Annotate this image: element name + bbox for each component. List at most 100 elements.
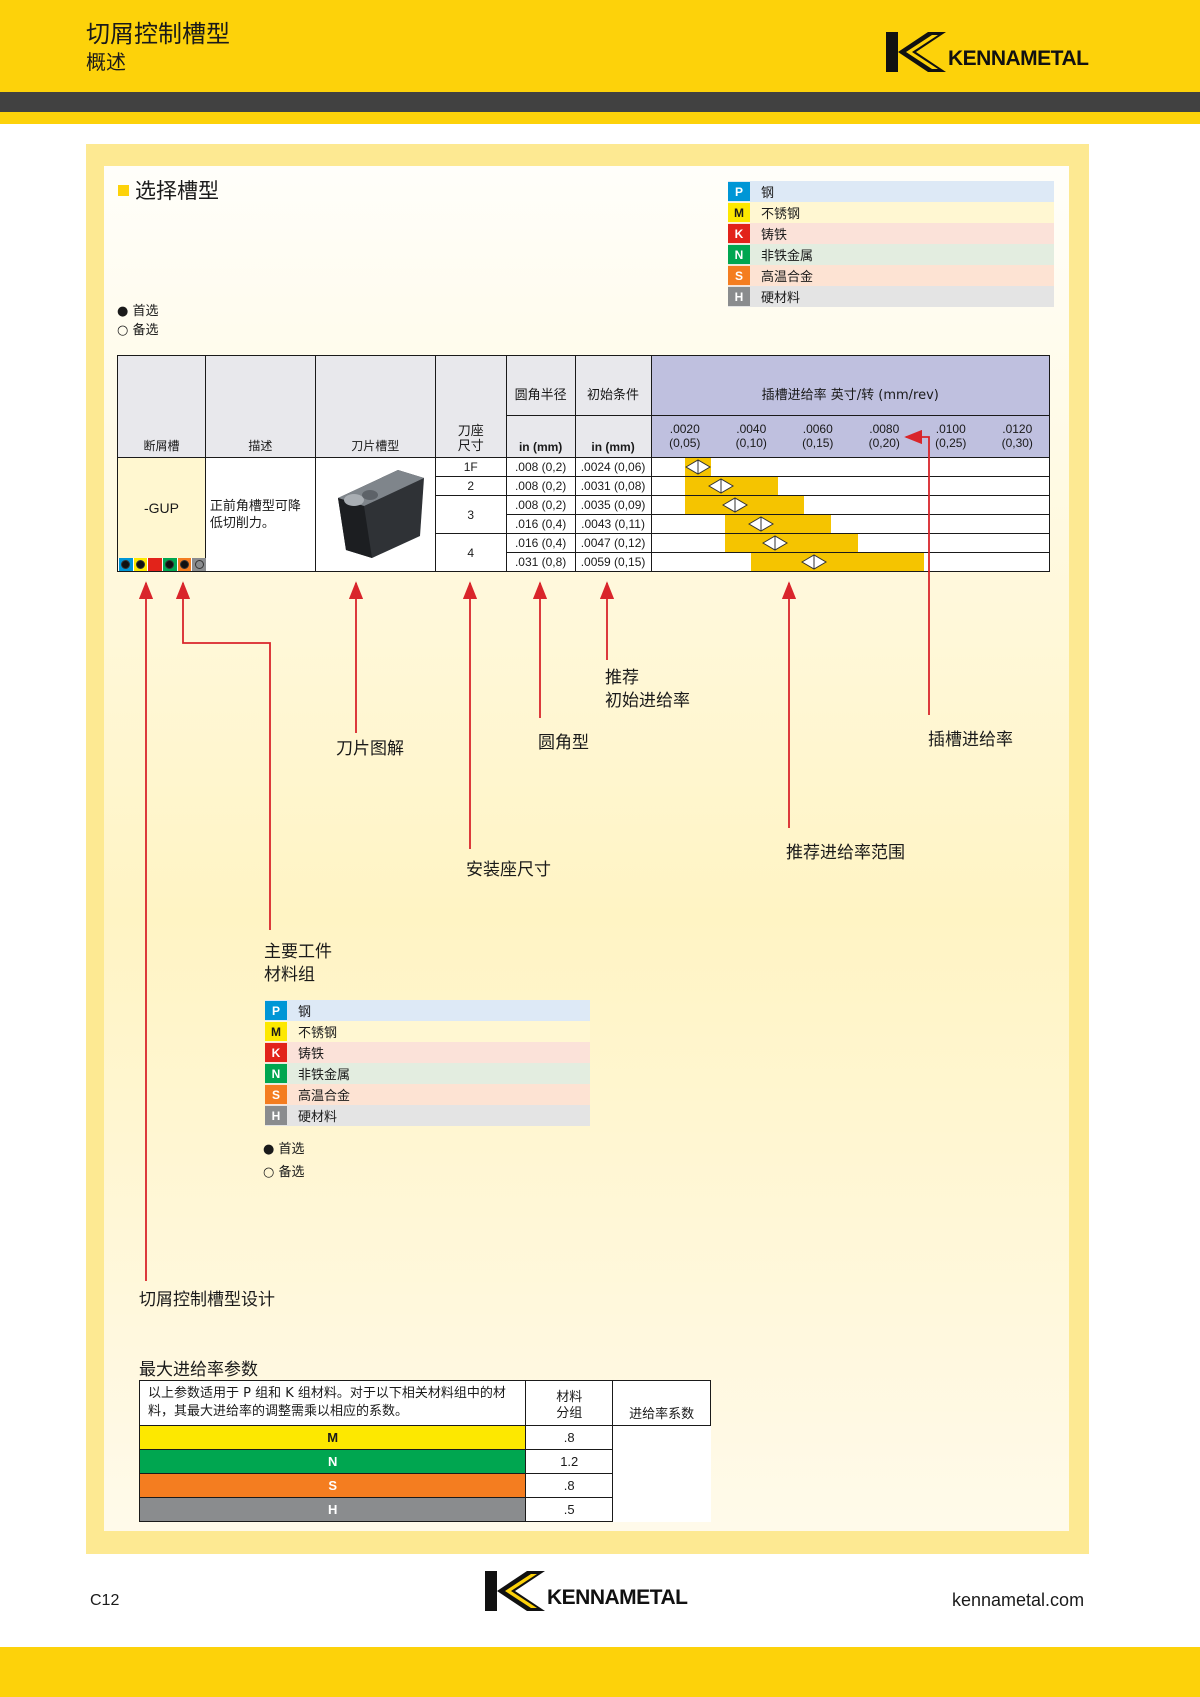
seat-size-cell: 1F — [434, 457, 507, 477]
table-row: -GUP 正前角槽型可降低切削力。 1F.008 (0,2).0024 (0,06) — [117, 457, 1051, 572]
seat-size-cell: 4 — [434, 533, 507, 572]
feed-tick: .0060(0,15) — [788, 422, 848, 450]
chipbreaker-name: -GUP — [143, 499, 179, 516]
material-dot-n — [162, 558, 177, 571]
material-name: 高温合金 — [761, 270, 814, 285]
max-feed-row: M.8 — [138, 1425, 711, 1450]
material-name: 钢 — [298, 1005, 312, 1020]
page-title: 切屑控制槽型 — [86, 20, 230, 48]
preferred-dot-icon — [136, 560, 145, 569]
material-badge: P — [265, 1001, 287, 1020]
max-feed-row: S.8 — [138, 1473, 711, 1498]
start-feed-cell: .0047 (0,12) — [574, 533, 652, 553]
callout-workpiece: 主要工件 材料组 — [264, 942, 332, 985]
description-cell: 正前角槽型可降低切削力。 — [204, 457, 316, 572]
callout-insert: 刀片图解 — [336, 739, 404, 759]
brand-logo: KENNAMETAL — [886, 32, 1089, 72]
material-badge: K — [728, 224, 750, 243]
material-badge: H — [728, 287, 750, 306]
kennametal-k-icon — [886, 32, 946, 72]
chipbreaker-cell: -GUP — [117, 457, 207, 572]
max-feed-col-group: 材料 分组 — [525, 1380, 614, 1426]
feed-range-cell — [650, 533, 1051, 554]
header-dark-band — [0, 92, 1200, 112]
alternate-dot-icon — [194, 560, 204, 569]
material-group-cell: M — [138, 1425, 527, 1450]
material-name: 不锈钢 — [298, 1026, 338, 1041]
col-seat: 刀座 尺寸 — [434, 355, 507, 458]
start-feed-marker-icon — [721, 497, 748, 516]
col-insert: 刀片槽型 — [314, 355, 436, 458]
feed-range-bar — [724, 534, 858, 552]
start-feed-cell: .0024 (0,06) — [574, 457, 652, 477]
feed-tick: .0100(0,25) — [921, 422, 981, 450]
col-chipbreaker: 断屑槽 — [117, 355, 206, 458]
tick-mm: (0,20) — [868, 436, 900, 450]
material-group-cell: N — [138, 1449, 527, 1474]
material-dot-h — [191, 558, 207, 571]
feed-scale: .0020(0,05).0040(0,10).0060(0,15).0080(0… — [652, 416, 1049, 457]
preferred-dot-icon — [165, 560, 175, 569]
tick-mm: (0,25) — [935, 436, 967, 450]
callout-corner: 圆角型 — [538, 733, 589, 753]
hollow-dot-icon: ○ — [117, 323, 129, 338]
preferred-dot-icon — [180, 560, 190, 569]
table-row: .016 (0,4).0043 (0,11) — [118, 514, 1051, 534]
preference-legend-top: ● 首选 ○ 备选 — [117, 304, 159, 338]
tick-inch: .0060 — [802, 422, 833, 436]
material-group-cell: S — [138, 1473, 527, 1498]
feed-factor-cell: .8 — [525, 1473, 614, 1498]
tick-mm: (0,15) — [802, 436, 834, 450]
feed-tick: .0080(0,20) — [854, 422, 914, 450]
site-link[interactable]: kennametal.com — [952, 1590, 1085, 1610]
col-description: 描述 — [204, 355, 316, 458]
start-feed-cell: .0059 (0,15) — [574, 552, 652, 572]
radius-cell: .008 (0,2) — [505, 457, 576, 477]
grade-table: 断屑槽 描述 刀片槽型 刀座 尺寸 圆角半径 初始条件 插槽进给率 英寸/转 (… — [117, 355, 1051, 573]
start-feed-cell: .0031 (0,08) — [574, 476, 652, 496]
col-radius: 圆角半径 — [505, 355, 576, 416]
max-feed-col-factor: 进给率系数 — [612, 1380, 711, 1426]
start-feed-marker-icon — [685, 459, 712, 478]
max-feed-text: 以上参数适用于 P 组和 K 组材料。对于以下相关材料组中的材料，其最大进给率的… — [138, 1380, 527, 1426]
start-unit: in (mm) — [574, 415, 652, 458]
radius-cell: .016 (0,4) — [505, 514, 576, 534]
radius-cell: .016 (0,4) — [505, 533, 576, 553]
radius-cell: .008 (0,2) — [505, 476, 576, 496]
feed-range-cell — [650, 552, 1051, 573]
header-band — [0, 0, 1200, 92]
callout-startfeed: 推荐 初始进给率 — [605, 668, 690, 711]
start-feed-marker-icon — [801, 554, 828, 573]
material-dot-s — [176, 558, 192, 571]
filled-dot-icon: ● — [263, 1142, 275, 1157]
material-badge: N — [728, 245, 750, 264]
start-feed-marker-icon — [761, 535, 788, 554]
material-badge: H — [265, 1106, 287, 1125]
arrow-slotfeed — [904, 429, 930, 715]
feed-range-cell — [650, 514, 1051, 534]
preference-legend-middle: ● 首选 ○ 备选 — [263, 1142, 305, 1180]
feed-tick: .0040(0,10) — [721, 422, 781, 450]
feed-range-cell — [650, 457, 1051, 478]
footer-band — [0, 1647, 1200, 1697]
material-badge: N — [265, 1064, 287, 1083]
table-row: .031 (0,8).0059 (0,15) — [118, 552, 1051, 573]
tick-inch: .0020 — [669, 422, 700, 436]
page-number: C12 — [90, 1592, 120, 1609]
insert-image-icon — [338, 470, 425, 558]
footer-brand-logo: KENNAMETAL — [485, 1571, 688, 1611]
material-badge: K — [265, 1043, 287, 1062]
material-name: 铸铁 — [298, 1047, 325, 1062]
feed-factor-cell: 1.2 — [525, 1449, 614, 1474]
